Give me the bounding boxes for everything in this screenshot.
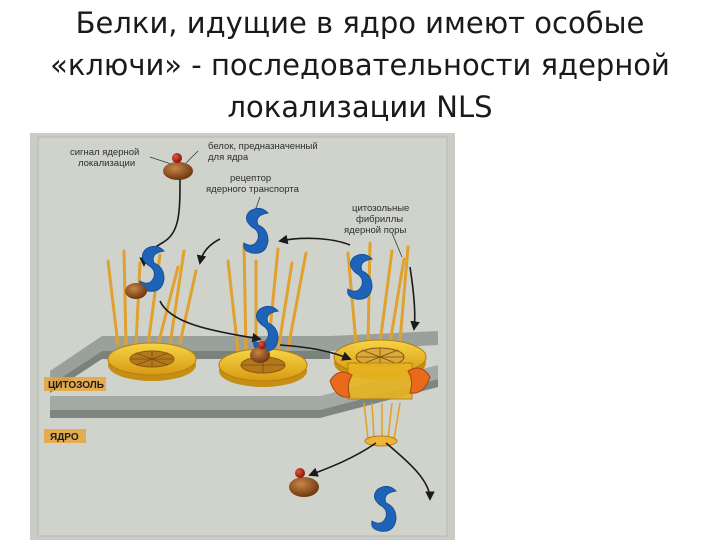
label-cytosol: ЦИТОЗОЛЬ [48, 380, 104, 391]
slide-title: Белки, идущие в ядро имеют особые «ключи… [0, 2, 720, 128]
nuclear-import-diagram: сигнал ядерной локализации белок, предна… [30, 133, 455, 540]
label-nucleus: ЯДРО [50, 432, 79, 443]
nls-signal-dot [172, 153, 182, 163]
nuclear-pore-1 [108, 343, 196, 381]
label-nls-signal: сигнал ядерной локализации [70, 147, 142, 169]
title-line-2: «ключи» - последовательности ядерной [0, 44, 720, 86]
title-line-3: локализации NLS [0, 86, 720, 128]
nuclear-import-figure: сигнал ядерной локализации белок, предна… [30, 133, 455, 540]
nuclear-pore-3 [330, 340, 430, 399]
title-line-1: Белки, идущие в ядро имеют особые [0, 2, 720, 44]
